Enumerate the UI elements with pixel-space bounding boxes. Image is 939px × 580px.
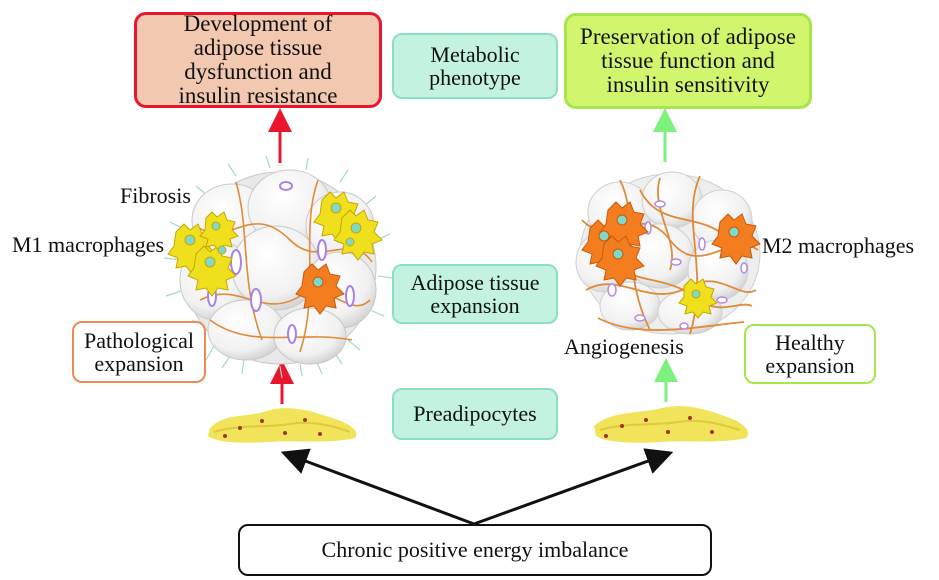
healthy-expansion-text: Healthy expansion xyxy=(765,329,855,378)
healthy-arrows xyxy=(653,108,678,402)
unhealthy-outcome-text: Development of adipose tissue dysfunctio… xyxy=(178,10,338,109)
root-box: Chronic positive energy imbalance xyxy=(238,524,712,576)
adipose-expansion-text: Adipose tissue expansion xyxy=(410,269,540,318)
preadipocytes-box: Preadipocytes xyxy=(392,388,558,440)
m1-macrophages-right xyxy=(313,191,383,261)
unhealthy-outcome-box: Development of adipose tissue dysfunctio… xyxy=(134,10,382,109)
m1-macrophages-label: M1 macrophages xyxy=(12,232,165,257)
angiogenesis-label: Angiogenesis xyxy=(564,334,684,359)
metabolic-phenotype-box: Metabolic phenotype xyxy=(392,33,558,99)
metabolic-phenotype-text: Metabolic phenotype xyxy=(429,41,521,90)
root-text: Chronic positive energy imbalance xyxy=(321,537,629,563)
preadipocytes-text: Preadipocytes xyxy=(413,401,537,427)
healthy-expansion-box: Healthy expansion xyxy=(744,324,876,384)
preadipocytes-right xyxy=(594,406,749,443)
healthy-adipose-tissue xyxy=(575,171,761,335)
adipose-expansion-box: Adipose tissue expansion xyxy=(392,264,558,324)
root-arrows xyxy=(280,448,674,526)
pathological-adipose-tissue xyxy=(163,155,393,379)
pathological-expansion-box: Pathological expansion xyxy=(72,321,206,383)
m2-macrophages-right xyxy=(711,213,761,265)
preadipocytes-left xyxy=(208,408,357,443)
yellow-macrophage-bottom xyxy=(678,278,718,319)
healthy-outcome-box: Preservation of adipose tissue function … xyxy=(564,13,812,109)
m2-macrophages-left xyxy=(581,201,649,287)
orange-macrophage-left xyxy=(295,263,345,315)
m2-macrophages-label: M2 macrophages xyxy=(762,233,915,258)
fibrosis-label: Fibrosis xyxy=(120,183,191,208)
pathological-expansion-text: Pathological expansion xyxy=(84,327,194,376)
healthy-outcome-text: Preservation of adipose tissue function … xyxy=(580,23,796,98)
m1-macrophages-left xyxy=(167,211,239,297)
